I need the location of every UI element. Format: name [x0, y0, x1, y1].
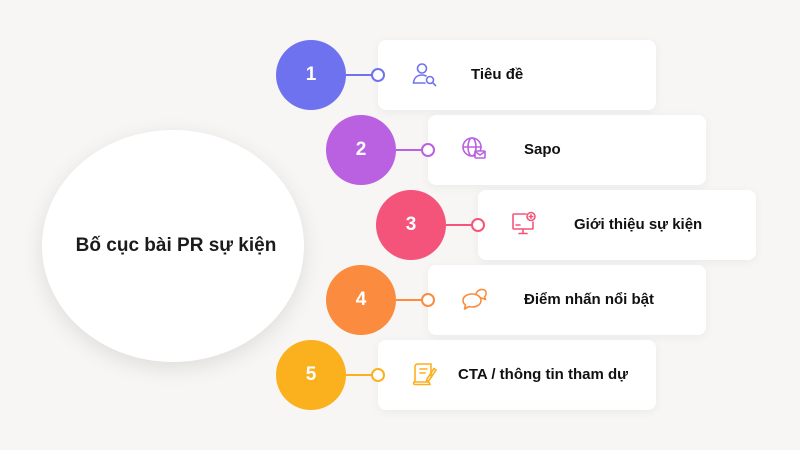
step-number-badge: 2	[326, 115, 396, 185]
step-5: 5 CTA / thông tin tham dự	[276, 340, 658, 410]
step-connector	[396, 299, 424, 301]
connector-dot	[371, 68, 385, 82]
connector-dot	[421, 143, 435, 157]
step-3: 3 Giới thiệu sự kiện	[376, 190, 758, 260]
center-circle: Bố cục bài PR sự kiện	[42, 130, 304, 362]
step-label: CTA / thông tin tham dự	[458, 366, 628, 383]
step-connector	[346, 74, 374, 76]
step-card	[378, 340, 656, 410]
step-connector	[346, 374, 374, 376]
monitor-add-icon	[510, 210, 538, 238]
diagram-title: Bố cục bài PR sự kiện	[75, 235, 277, 256]
step-number-badge: 5	[276, 340, 346, 410]
step-card	[428, 115, 706, 185]
connector-dot	[371, 368, 385, 382]
chat-bubbles-icon	[460, 285, 488, 313]
globe-mail-icon	[460, 135, 488, 163]
connector-dot	[471, 218, 485, 232]
document-pen-icon	[410, 360, 438, 388]
step-card	[428, 265, 706, 335]
step-connector	[446, 224, 474, 226]
step-2: 2 Sapo	[326, 115, 708, 185]
step-label: Sapo	[524, 141, 561, 158]
step-1: 1 Tiêu đề	[276, 40, 658, 110]
step-connector	[396, 149, 424, 151]
step-number-badge: 1	[276, 40, 346, 110]
step-number-badge: 3	[376, 190, 446, 260]
step-number-badge: 4	[326, 265, 396, 335]
step-label: Giới thiệu sự kiện	[574, 216, 703, 233]
step-label: Điểm nhấn nổi bật	[524, 291, 655, 308]
step-4: 4 Điểm nhấn nổi bật	[326, 265, 708, 335]
step-card	[478, 190, 756, 260]
connector-dot	[421, 293, 435, 307]
user-search-icon	[410, 60, 438, 88]
step-label: Tiêu đề	[471, 66, 524, 83]
